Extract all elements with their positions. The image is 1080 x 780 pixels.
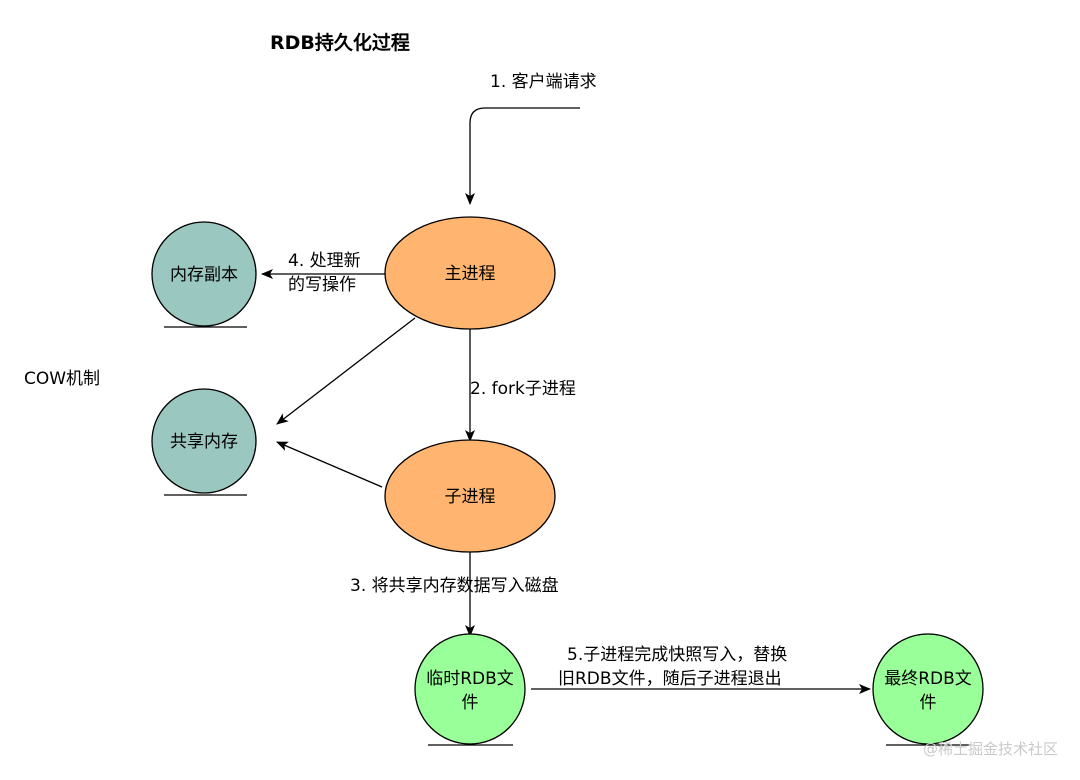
label-handle-writes-line2: 的写操作 xyxy=(288,275,356,295)
node-temp-rdb-file: 临时RDB文 件 xyxy=(414,633,526,746)
temp-rdb-label-line2: 件 xyxy=(462,693,479,713)
label-handle-writes-line1: 4. 处理新 xyxy=(288,251,361,271)
node-shared-memory: 共享内存 xyxy=(151,388,257,496)
child-process-shape xyxy=(384,439,556,553)
node-main-process: 主进程 xyxy=(384,216,556,330)
node-child-process: 子进程 xyxy=(384,439,556,553)
node-final-rdb-file: 最终RDB文 件 xyxy=(872,633,984,746)
watermark: @稀土掘金技术社区 xyxy=(923,740,1058,758)
final-rdb-label-line1: 最终RDB文 xyxy=(884,669,972,689)
label-replace-line2: 旧RDB文件，随后子进程退出 xyxy=(558,669,782,689)
memory-copy-shape xyxy=(151,221,257,327)
edge-child-to-shared-memory xyxy=(276,441,383,488)
main-process-shape xyxy=(384,216,556,330)
edge-main-to-shared-memory xyxy=(276,317,416,425)
final-rdb-shape xyxy=(872,633,984,745)
cow-mechanism-label: COW机制 xyxy=(24,369,100,389)
node-memory-copy: 内存副本 xyxy=(151,221,257,328)
shared-memory-label: 共享内存 xyxy=(170,432,238,452)
temp-rdb-shape xyxy=(414,633,526,745)
shared-memory-shape xyxy=(151,388,257,494)
child-process-label: 子进程 xyxy=(445,487,496,507)
label-write-disk: 3. 将共享内存数据写入磁盘 xyxy=(350,576,559,596)
edge-client-request xyxy=(465,107,580,205)
memory-copy-label: 内存副本 xyxy=(170,265,238,285)
diagram-title: RDB持久化过程 xyxy=(270,31,410,54)
main-process-label: 主进程 xyxy=(445,264,496,284)
label-client-request: 1. 客户端请求 xyxy=(490,72,597,92)
label-replace-line1: 5.子进程完成快照写入，替换 xyxy=(567,645,787,665)
label-fork: 2. fork子进程 xyxy=(470,379,576,399)
temp-rdb-label-line1: 临时RDB文 xyxy=(426,669,514,689)
final-rdb-label-line2: 件 xyxy=(920,693,937,713)
